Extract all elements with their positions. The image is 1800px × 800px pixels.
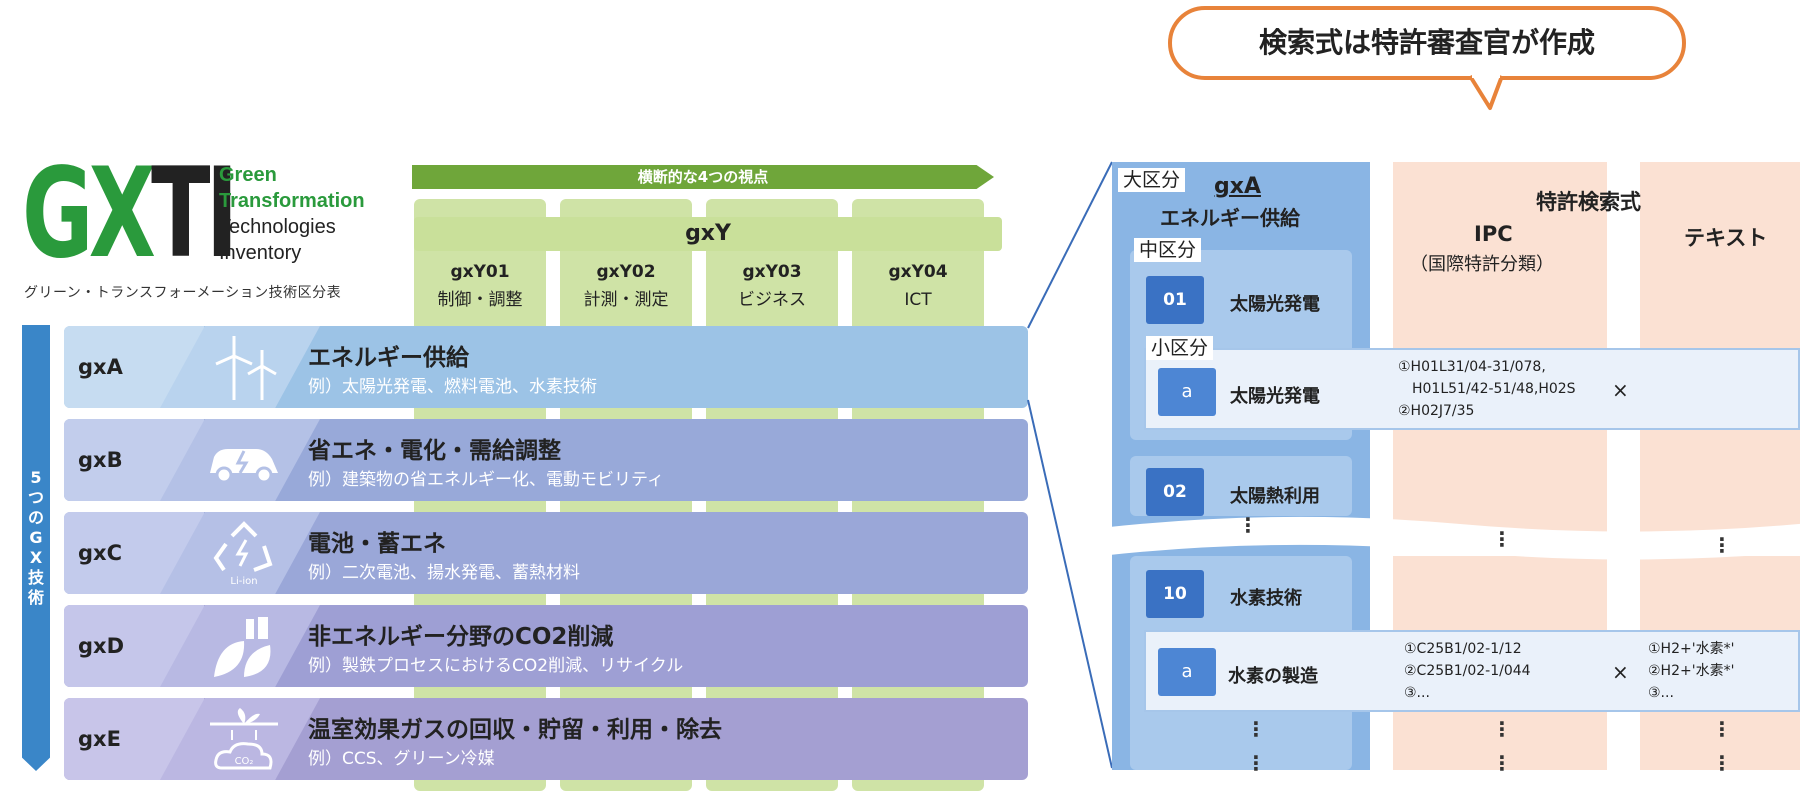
logo-subtitle: グリーン・トランスフォーメーション技術区分表	[24, 282, 341, 302]
column-code: gxY04	[852, 258, 984, 286]
row-title: 電池・蓄エネ	[308, 524, 446, 558]
cross-perspective-arrow: 横断的な4つの視点	[412, 165, 994, 189]
ellipsis: ⋮	[1492, 756, 1512, 770]
row-gxe: gxE CO₂ 温室効果ガスの回収・貯留・利用・除去 例）CCS、グリーン冷媒	[64, 698, 1028, 780]
item-name: 太陽光発電	[1230, 382, 1320, 408]
ipc-header: IPC	[1474, 222, 1513, 246]
side-char: の	[22, 508, 50, 528]
text-header: テキスト	[1684, 222, 1767, 252]
item-number: 02	[1146, 468, 1204, 516]
ipc-line: ②C25B1/02-1/044	[1404, 660, 1531, 682]
column-label: ビジネス	[706, 286, 838, 314]
ellipsis: ⋮	[1492, 532, 1512, 546]
and-operator: ×	[1612, 660, 1629, 684]
row-title: 温室効果ガスの回収・貯留・利用・除去	[308, 710, 722, 744]
chu-kubun-label: 中区分	[1134, 238, 1201, 262]
text-line: ③...	[1648, 682, 1734, 704]
row-title: 省エネ・電化・需給調整	[308, 431, 561, 465]
row-example: 例）CCS、グリーン冷媒	[308, 744, 495, 769]
ipc-line: H01L51/42-51/48,H02S	[1398, 378, 1576, 400]
row-example: 例）二次電池、揚水発電、蓄熱材料	[308, 558, 580, 583]
logo-gx: GX	[22, 142, 151, 286]
five-gx-side-label: 5 つ の G X 技 術	[22, 468, 50, 608]
column-code: gxY02	[560, 258, 692, 286]
row-title: エネルギー供給	[308, 338, 469, 372]
ellipsis: ⋮	[1712, 722, 1732, 736]
text-formula: ①H2+'水素*' ②H2+'水素*' ③...	[1648, 638, 1734, 704]
row-gxb: gxB 省エネ・電化・需給調整 例）建築物の省エネルギー化、電動モビリティ	[64, 419, 1028, 501]
row-gxc: gxC Li-ion 電池・蓄エネ 例）二次電池、揚水発電、蓄熱材料	[64, 512, 1028, 594]
side-char: 5	[22, 468, 50, 488]
ipc-line: ①H01L31/04-31/078,	[1398, 356, 1576, 378]
gxti-logo: GXTI	[22, 160, 234, 268]
logo-wordmark: Green Transformation Technologies Invent…	[219, 162, 365, 266]
ellipsis: ⋮	[1246, 722, 1266, 736]
row-gxa: gxA エネルギー供給 例）太陽光発電、燃料電池、水素技術	[64, 326, 1028, 408]
ellipsis: ⋮	[1712, 538, 1732, 552]
row-example: 例）製鉄プロセスにおけるCO2削減、リサイクル	[308, 651, 683, 676]
row-example: 例）太陽光発電、燃料電池、水素技術	[308, 372, 597, 397]
li-ion-text: Li-ion	[230, 576, 257, 587]
column-label: ICT	[852, 286, 984, 314]
row-title: 非エネルギー分野のCO2削減	[308, 617, 613, 651]
ipc-formula: ①C25B1/02-1/12 ②C25B1/02-1/044 ③...	[1404, 638, 1531, 704]
ellipsis: ⋮	[1246, 756, 1266, 770]
item-number: 10	[1146, 570, 1204, 618]
zoom-connector-lines	[1026, 160, 1116, 780]
column-head-gxy01: gxY01 制御・調整	[414, 258, 546, 320]
column-code: gxY03	[706, 258, 838, 286]
ipc-subheader: （国際特許分類）	[1410, 250, 1554, 276]
ipc-line: ③...	[1404, 682, 1531, 704]
item-name: 太陽光発電	[1230, 290, 1320, 316]
item-number: a	[1158, 648, 1216, 696]
text-line: ①H2+'水素*'	[1648, 638, 1734, 660]
column-head-gxy04: gxY04 ICT	[852, 258, 984, 320]
column-head-gxy02: gxY02 計測・測定	[560, 258, 692, 320]
item-name: 水素の製造	[1228, 662, 1318, 688]
ipc-line: ②H02J7/35	[1398, 400, 1576, 422]
side-char: 技	[22, 568, 50, 588]
gxy-label: gxY	[414, 217, 1002, 251]
item-name: 水素技術	[1230, 584, 1302, 610]
logo-line-inventory: Inventory	[219, 240, 365, 266]
column-label: 計測・測定	[560, 286, 692, 314]
ellipsis: ⋮	[1492, 722, 1512, 736]
row-gxd: gxD 非エネルギー分野のCO2削減 例）製鉄プロセスにおけるCO2削減、リサイ…	[64, 605, 1028, 687]
co2-text: CO₂	[235, 756, 254, 767]
ellipsis: ⋮	[1238, 518, 1258, 532]
ellipsis: ⋮	[1712, 756, 1732, 770]
examiner-bubble: 検索式は特許審査官が作成	[1168, 6, 1686, 80]
side-char: G	[22, 528, 50, 548]
ipc-formula: ①H01L31/04-31/078, H01L51/42-51/48,H02S …	[1398, 356, 1576, 422]
text-line: ②H2+'水素*'	[1648, 660, 1734, 682]
column-code: gxY01	[414, 258, 546, 286]
item-number: 01	[1146, 276, 1204, 324]
bubble-tail	[1468, 74, 1518, 114]
dai-kubun-label: 大区分	[1118, 168, 1185, 192]
sho-kubun-label: 小区分	[1146, 336, 1213, 360]
logo-line-green: Green	[219, 162, 365, 188]
patent-formula-header: 特許検索式	[1536, 186, 1641, 216]
ipc-line: ①C25B1/02-1/12	[1404, 638, 1531, 660]
column-head-gxy03: gxY03 ビジネス	[706, 258, 838, 320]
logo-line-transformation: Transformation	[219, 188, 365, 214]
side-char: X	[22, 548, 50, 568]
side-char: 術	[22, 588, 50, 608]
row-example: 例）建築物の省エネルギー化、電動モビリティ	[308, 465, 664, 490]
and-operator: ×	[1612, 378, 1629, 402]
column-label: 制御・調整	[414, 286, 546, 314]
logo-line-technologies: Technologies	[219, 214, 365, 240]
item-number: a	[1158, 368, 1216, 416]
dai-kubun-name: エネルギー供給	[1160, 202, 1300, 231]
item-name: 太陽熱利用	[1230, 482, 1320, 508]
side-char: つ	[22, 488, 50, 508]
dai-kubun-code: gxA	[1214, 174, 1261, 199]
